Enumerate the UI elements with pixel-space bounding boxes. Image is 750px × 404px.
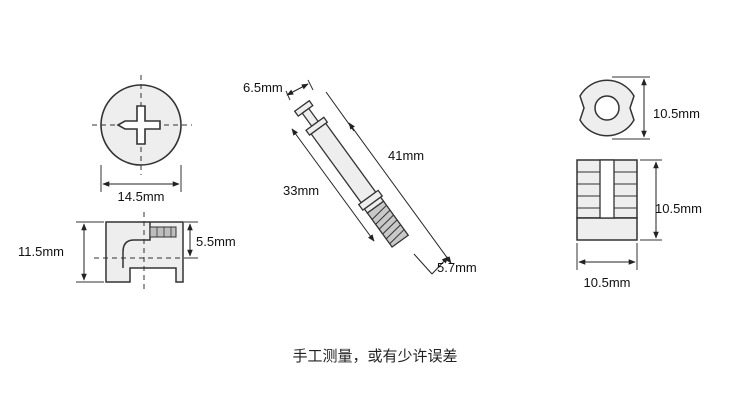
insert-top-view: 10.5mm <box>579 76 700 140</box>
cam-diameter-label: 14.5mm <box>118 189 165 204</box>
connecting-bolt: 6.5mm 41mm 33mm 5.7mm <box>243 79 477 275</box>
cam-slot-label: 5.5mm <box>196 234 236 249</box>
bolt-head-label: 6.5mm <box>243 80 283 95</box>
phillips-cross-icon <box>116 105 161 145</box>
cam-side-view: 11.5mm 5.5mm <box>18 212 236 290</box>
insert-width-label: 10.5mm <box>584 275 631 290</box>
insert-height-label: 10.5mm <box>655 201 702 216</box>
insert-side-view: 10.5mm 10.5mm <box>576 159 702 290</box>
bolt-total-label: 41mm <box>388 148 424 163</box>
cam-top-view: 14.5mm <box>92 75 192 204</box>
measurement-note: 手工测量，或有少许误差 <box>292 347 457 365</box>
bolt-body-label: 33mm <box>283 183 319 198</box>
bolt-thread-label: 5.7mm <box>437 260 477 275</box>
cam-height-label: 11.5mm <box>18 244 64 259</box>
insert-diameter-label: 10.5mm <box>653 106 700 121</box>
